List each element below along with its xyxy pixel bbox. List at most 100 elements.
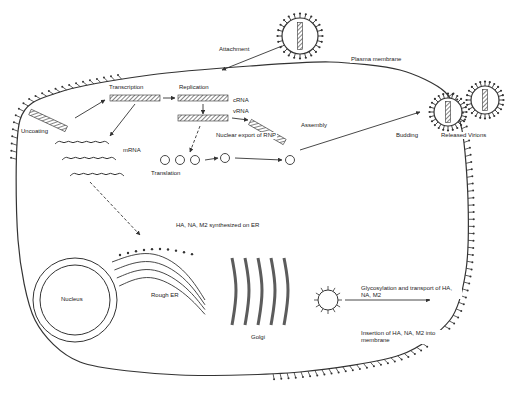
spike-tip bbox=[305, 13, 307, 15]
spike bbox=[333, 288, 335, 291]
ribonucleoprotein bbox=[483, 90, 488, 111]
spike-tip bbox=[10, 157, 12, 159]
spike bbox=[465, 148, 470, 150]
spike-tip bbox=[453, 322, 455, 324]
spike bbox=[468, 204, 473, 205]
spike bbox=[460, 120, 465, 122]
spike-tip bbox=[11, 135, 13, 137]
spike-tip bbox=[460, 124, 462, 126]
spike-tip bbox=[468, 140, 470, 142]
spike bbox=[328, 286, 329, 290]
ribosome bbox=[167, 248, 169, 250]
spike bbox=[294, 15, 295, 19]
protein bbox=[221, 154, 230, 163]
spike bbox=[322, 370, 324, 374]
spike bbox=[468, 233, 473, 234]
spike-tip bbox=[318, 24, 320, 26]
spike-tip bbox=[22, 102, 24, 104]
spike-tip bbox=[502, 99, 504, 101]
virus-envelope bbox=[282, 18, 318, 54]
spike bbox=[499, 100, 503, 101]
spike-tip bbox=[277, 41, 279, 43]
spike bbox=[357, 365, 360, 369]
spike-tip bbox=[68, 84, 70, 86]
spike bbox=[97, 79, 101, 82]
spike-tip bbox=[475, 115, 477, 117]
nucleus bbox=[33, 258, 117, 342]
spike-tip bbox=[54, 88, 56, 90]
spike bbox=[391, 358, 395, 361]
spike bbox=[468, 190, 473, 192]
spike-tip bbox=[484, 80, 486, 82]
spike-tip bbox=[15, 114, 17, 116]
spike-tip bbox=[469, 147, 471, 149]
vesicle-membrane bbox=[318, 290, 338, 310]
golgi-stack bbox=[232, 258, 288, 325]
spike bbox=[294, 53, 295, 57]
spike-tip bbox=[468, 90, 470, 92]
spike bbox=[430, 112, 434, 113]
spike bbox=[287, 373, 288, 378]
rnp-ribbons bbox=[29, 95, 286, 145]
spike bbox=[329, 369, 331, 373]
spike-tip bbox=[293, 13, 295, 15]
spike bbox=[49, 91, 53, 94]
rnp-ribbon bbox=[178, 115, 228, 121]
spike-tip bbox=[475, 83, 477, 85]
spike-tip bbox=[293, 57, 295, 59]
spike-tip bbox=[493, 115, 495, 117]
golgi-cisterna bbox=[284, 258, 288, 325]
spike bbox=[301, 372, 303, 377]
spike bbox=[16, 115, 21, 117]
spike bbox=[316, 45, 319, 47]
spike bbox=[445, 326, 449, 328]
spike bbox=[294, 372, 296, 377]
membrane-spikes bbox=[10, 74, 475, 380]
spike-tip bbox=[276, 35, 278, 37]
spike-tip bbox=[283, 19, 285, 21]
spike-tip bbox=[497, 86, 499, 88]
spike-tip bbox=[380, 364, 382, 366]
golgi-cisterna bbox=[271, 258, 275, 325]
process-label: cRNA bbox=[232, 97, 250, 104]
process-label: Transcription bbox=[108, 84, 144, 91]
spike bbox=[467, 183, 472, 185]
spike-tip bbox=[465, 296, 467, 298]
spike-tip bbox=[452, 129, 454, 131]
spike bbox=[417, 347, 421, 350]
spike-tip bbox=[472, 240, 474, 242]
spike bbox=[19, 109, 23, 111]
virus-particle bbox=[276, 12, 323, 59]
spike-tip bbox=[331, 373, 333, 375]
process-label: Replication bbox=[178, 84, 210, 91]
spike bbox=[464, 141, 469, 143]
ribosome bbox=[119, 254, 121, 256]
spike-tip bbox=[310, 15, 312, 17]
spike bbox=[336, 368, 339, 372]
ribosome bbox=[175, 249, 177, 251]
spike bbox=[36, 96, 40, 99]
process-label: Nucleus bbox=[60, 296, 84, 303]
spike bbox=[281, 25, 284, 27]
er-membrane bbox=[119, 278, 205, 315]
transport-vesicle bbox=[314, 286, 342, 314]
spike bbox=[280, 373, 281, 378]
spike bbox=[111, 77, 114, 81]
golgi-cisterna bbox=[232, 258, 236, 325]
spike-tip bbox=[470, 275, 472, 277]
spike-tip bbox=[489, 117, 491, 119]
spike bbox=[384, 359, 388, 363]
spike bbox=[313, 20, 316, 23]
spike-tip bbox=[103, 77, 105, 79]
spike bbox=[284, 49, 287, 52]
process-label: Attachment bbox=[218, 46, 250, 53]
ribonucleoprotein bbox=[446, 102, 451, 123]
spike-tip bbox=[283, 51, 285, 53]
process-arrows bbox=[75, 46, 430, 300]
spike-tip bbox=[11, 143, 13, 145]
spike bbox=[314, 300, 318, 301]
spike bbox=[305, 53, 306, 57]
spike bbox=[337, 293, 340, 295]
spike bbox=[278, 36, 282, 37]
